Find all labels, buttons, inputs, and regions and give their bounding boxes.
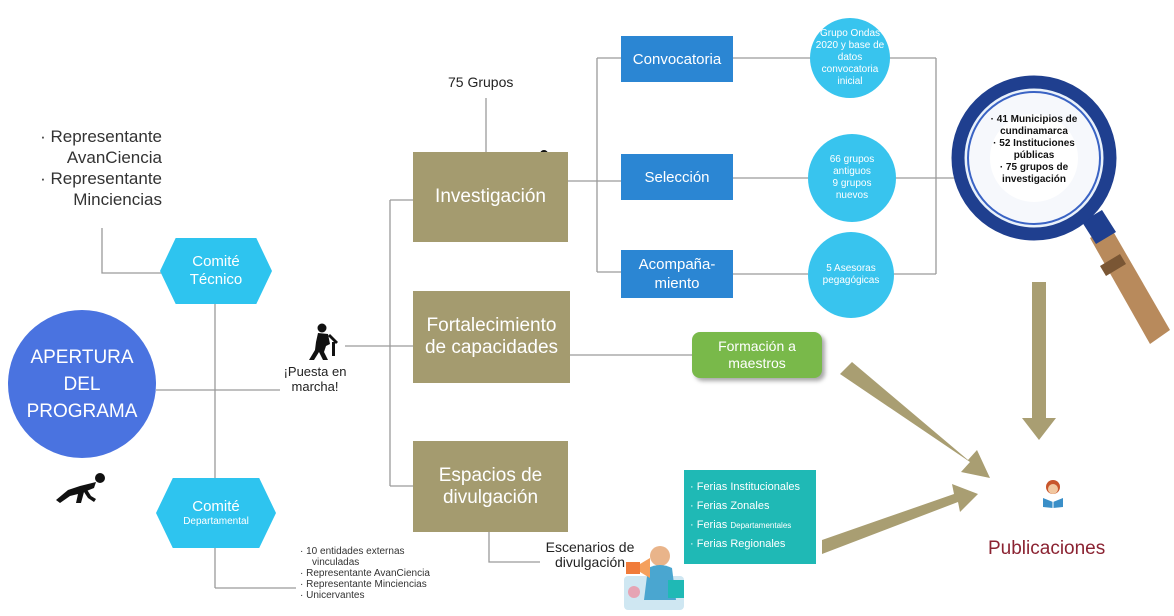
circle-seleccion-line1: 66 grupos: [829, 154, 875, 165]
magnifier-line5: · 75 grupos de: [999, 162, 1069, 173]
seleccion-box: Selección: [621, 154, 733, 200]
magnifier-line6: investigación: [1002, 174, 1066, 185]
comite-departamental-line1: Comité: [192, 498, 240, 515]
apertura-circle: APERTURA DEL PROGRAMA: [8, 310, 156, 458]
grupos-label: 75 Grupos: [448, 74, 514, 90]
comite-departamental-list: · 10 entidades externas vinculadas · Rep…: [300, 546, 500, 601]
bottom-list-item1b: vinculadas: [312, 557, 360, 568]
escenarios-line1: Escenarios de: [545, 539, 635, 555]
comite-departamental-line2: Departamental: [183, 516, 249, 527]
apertura-line3: PROGRAMA: [26, 400, 138, 422]
puesta-en-marcha: ¡Puesta en marcha!: [280, 364, 350, 394]
formacion-line1: Formación a: [718, 338, 796, 354]
ferias-item3: · Ferias Departamentales: [690, 516, 816, 535]
publicaciones-label: Publicaciones: [988, 538, 1106, 559]
investigacion-box: Investigación: [413, 152, 568, 242]
apertura-line1: APERTURA: [30, 346, 134, 368]
circle-seleccion-line4: nuevos: [835, 190, 869, 201]
convocatoria-circle: Grupo Ondas 2020 y base de datos convoca…: [810, 18, 890, 98]
ferias-item4: · Ferias Regionales: [690, 538, 786, 550]
espacios-line1: Espacios de: [438, 464, 543, 486]
ferias-illustration: [624, 546, 684, 610]
formacion-box: Formación a maestros: [692, 332, 822, 378]
magnifier-handle: [1090, 226, 1170, 344]
ferias-item3a: · Ferias: [690, 519, 731, 531]
magnifier-line2: cundinamarca: [1000, 126, 1068, 137]
magnifier-line1: · 41 Municipios de: [990, 114, 1078, 125]
convocatoria-box: Convocatoria: [621, 36, 733, 82]
magnifier-text: · 41 Municipios de cundinamarca · 52 Ins…: [980, 114, 1088, 186]
circle-seleccion-line2: antiguos: [833, 166, 871, 177]
puesta-line1: ¡Puesta en: [283, 364, 347, 379]
comite-tecnico-line2: Técnico: [189, 271, 243, 288]
seleccion-circle: 66 grupos antiguos 9 grupos nuevos: [808, 134, 896, 222]
reading-person-icon: [1043, 480, 1063, 508]
espacios-line2: divulgación: [442, 486, 539, 508]
acompanamiento-circle: 5 Asesoras pegagógicas: [808, 232, 894, 318]
puesta-line2: marcha!: [291, 379, 339, 394]
ferias-item3b: Departamentales: [730, 521, 792, 530]
fortalecimiento-box: Fortalecimiento de capacidades: [413, 291, 570, 383]
acompanamiento-line2: miento: [654, 275, 700, 292]
circle-convocatoria-line1: Grupo Ondas: [819, 28, 881, 39]
worker-icon: [309, 323, 338, 360]
bottom-list-item4: · Unicervantes: [300, 590, 365, 601]
ferias-item1: · Ferias Institucionales: [690, 481, 801, 493]
investigacion-label: Investigación: [435, 186, 546, 207]
comite-tecnico-hexagon: Comité Técnico: [160, 238, 272, 304]
bottom-list-item2: · Representante AvanCiencia: [300, 568, 430, 579]
ferias-box: · Ferias Institucionales · Ferias Zonale…: [684, 470, 816, 564]
apertura-line2: DEL: [63, 373, 101, 395]
representantes-line3: · Representante: [40, 169, 162, 188]
circle-acompanamiento-line2: pegagógicas: [822, 275, 880, 286]
fortalecimiento-line2: de capacidades: [424, 337, 559, 358]
circle-convocatoria-line4: convocatoria: [821, 64, 879, 75]
circle-acompanamiento-line1: 5 Asesoras: [826, 263, 876, 274]
bottom-list-item3: · Representante Minciencias: [300, 579, 427, 590]
circle-convocatoria-line3: datos: [837, 52, 863, 63]
convocatoria-label: Convocatoria: [632, 50, 722, 68]
magnifier-line3: · 52 Instituciones: [993, 138, 1075, 149]
seleccion-label: Selección: [644, 168, 710, 186]
acompanamiento-box: Acompaña- miento: [621, 250, 733, 298]
comite-departamental-hexagon: Comité Departamental: [156, 478, 276, 548]
escenarios-line2: divulgación: [554, 554, 626, 570]
representantes-list: · Representante AvanCiencia · Representa…: [22, 126, 162, 210]
representantes-line1: · Representante: [40, 127, 162, 146]
magnifier-line4: públicas: [1013, 150, 1055, 161]
bottom-list-item1: · 10 entidades externas: [300, 546, 405, 557]
escenarios-label: Escenarios de divulgación: [538, 540, 642, 570]
circle-seleccion-line3: 9 grupos: [832, 178, 872, 189]
representantes-line4: Minciencias: [73, 190, 162, 209]
formacion-line2: maestros: [728, 355, 786, 371]
representantes-line2: AvanCiencia: [66, 148, 162, 167]
comite-tecnico-line1: Comité: [192, 253, 240, 270]
circle-convocatoria-line5: inicial: [837, 76, 863, 87]
espacios-box: Espacios de divulgación: [413, 441, 568, 532]
circle-convocatoria-line2: 2020 y base de: [815, 40, 885, 51]
fortalecimiento-line1: Fortalecimiento: [426, 315, 557, 336]
acompanamiento-line1: Acompaña-: [638, 256, 716, 273]
runner-start-icon: [56, 473, 105, 503]
ferias-item2: · Ferias Zonales: [690, 500, 770, 512]
